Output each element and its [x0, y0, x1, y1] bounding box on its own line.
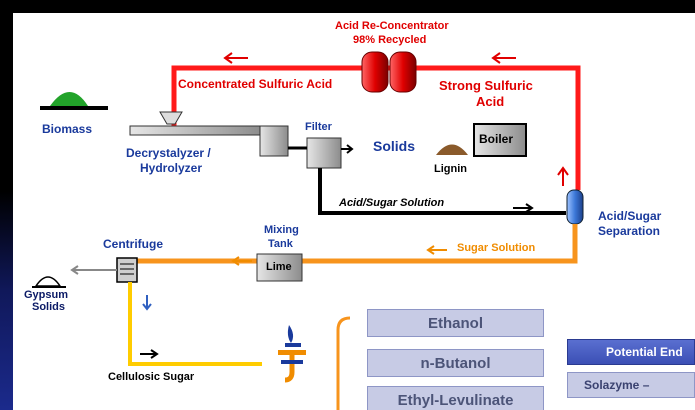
hydrolyzer-tube — [129, 125, 263, 136]
concentrated-acid-label: Concentrated Sulfuric Acid — [178, 77, 333, 91]
separation-column — [566, 189, 584, 225]
biomass-pile — [50, 92, 88, 106]
centrifuge-unit — [116, 257, 138, 283]
acid-arrow-left-2 — [491, 52, 516, 64]
product-ethyl-levulinate: Ethyl-Levulinate — [367, 386, 544, 410]
sugar-arrow-left-1 — [426, 245, 447, 255]
sugar-arrow-left-2 — [231, 256, 252, 266]
hydrolyzer-vessel — [259, 125, 289, 157]
cellulosic-line — [128, 282, 262, 366]
lignin-label: Lignin — [434, 163, 467, 175]
centrifuge-down-arrow — [142, 295, 152, 311]
company-logo — [278, 325, 306, 383]
solids-line — [341, 144, 354, 154]
hopper — [159, 111, 183, 125]
mixing-label-line2: Tank — [268, 238, 293, 250]
acid-arrow-up — [557, 166, 569, 186]
biomass-belt — [40, 106, 108, 110]
acid-arrow-left-1 — [223, 52, 248, 64]
reconcentrator-tank-right — [389, 51, 417, 93]
gypsum-label-line2: Solids — [32, 301, 66, 313]
reconcentrator-label: Acid Re-Concentrator — [335, 20, 449, 32]
products-bracket — [336, 316, 351, 410]
strong-acid-label-line2: Acid — [476, 94, 505, 109]
biomass-label: Biomass — [42, 122, 93, 136]
reconcentrator-tank-left — [361, 51, 389, 93]
filter-vessel — [306, 137, 342, 169]
separation-label-line2: Separation — [598, 224, 661, 238]
acid-sugar-arrow — [513, 203, 534, 213]
lime-box — [256, 253, 303, 282]
product-n-butanol: n-Butanol — [367, 349, 544, 377]
gypsum-label-line1: Gypsum — [24, 289, 69, 301]
boiler-box — [473, 123, 527, 157]
decrystalyzer-label-line1: Decrystalyzer / — [126, 146, 211, 160]
gypsum-arrow — [70, 265, 117, 275]
acid-sugar-line — [318, 168, 566, 215]
filter-label: Filter — [305, 121, 332, 133]
cellulosic-arrow — [140, 349, 159, 359]
side-gradient-band — [0, 13, 13, 410]
separation-label-line1: Acid/Sugar — [598, 209, 662, 223]
cellulosic-sugar-label: Cellulosic Sugar — [108, 371, 195, 383]
centrifuge-label: Centrifuge — [103, 237, 163, 251]
gypsum-pile — [34, 276, 62, 287]
partner-solazyme: Solazyme – — [567, 372, 695, 398]
lime-label: Lime — [266, 261, 292, 273]
partners-header: Potential End — [567, 339, 695, 365]
boiler-label: Boiler — [479, 132, 514, 146]
lignin-pile — [436, 144, 468, 155]
acid-sugar-solution-label: Acid/Sugar Solution — [339, 197, 445, 209]
strong-acid-label-line1: Strong Sulfuric — [439, 78, 533, 93]
decrystalyzer-label-line2: Hydrolyzer — [140, 161, 203, 175]
solids-label: Solids — [373, 138, 416, 154]
recycled-label: 98% Recycled — [353, 34, 427, 46]
product-ethanol: Ethanol — [367, 309, 544, 337]
mixing-label-line1: Mixing — [264, 224, 299, 236]
sugar-solution-label: Sugar Solution — [457, 242, 536, 254]
